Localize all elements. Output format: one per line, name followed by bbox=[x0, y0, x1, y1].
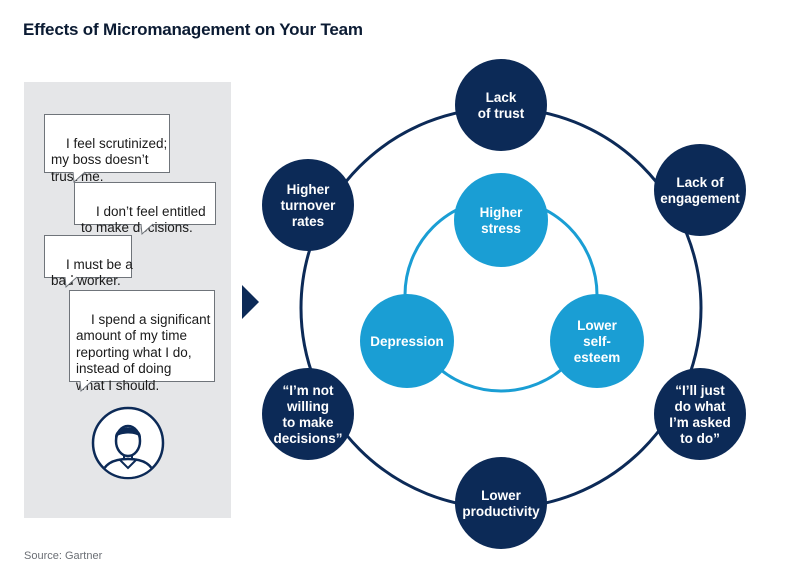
inner-node-label: Lower bbox=[577, 318, 618, 333]
outer-node-label: willing bbox=[286, 399, 329, 414]
inner-node-circle bbox=[360, 294, 454, 388]
inner-node-label: stress bbox=[481, 221, 521, 236]
outer-node-label: of trust bbox=[478, 106, 525, 121]
quote-text: I must be a bad worker. bbox=[51, 256, 133, 289]
outer-node-label: “I’m not bbox=[283, 383, 334, 398]
page-title: Effects of Micromanagement on Your Team bbox=[23, 20, 363, 39]
outer-ring bbox=[299, 106, 703, 510]
outer-node-label: to make bbox=[282, 415, 334, 430]
outer-node-label: decisions” bbox=[273, 431, 342, 446]
inner-node-circle bbox=[550, 294, 644, 388]
outer-node-label: “I’ll just bbox=[675, 383, 725, 398]
inner-node-label: Depression bbox=[370, 334, 444, 349]
outer-node-label: engagement bbox=[660, 191, 740, 206]
source-note: Source: Gartner bbox=[24, 550, 103, 562]
inner-node-circle bbox=[454, 173, 548, 267]
arrow-right-icon bbox=[242, 285, 259, 319]
outer-node-circle bbox=[455, 457, 547, 549]
outer-node-label: turnover bbox=[281, 198, 337, 213]
quotes-panel: I feel scrutinized; my boss doesn’t trus… bbox=[24, 82, 231, 518]
inner-node-label: Higher bbox=[480, 205, 524, 220]
person-avatar-icon bbox=[91, 406, 165, 480]
outer-node-label: Higher bbox=[287, 182, 331, 197]
quote-bubble: I don’t feel entitled to make decisions. bbox=[74, 182, 216, 236]
outer-node-circle bbox=[654, 368, 746, 460]
outer-node-label: Lack bbox=[486, 90, 517, 105]
outer-node-circle bbox=[455, 59, 547, 151]
quote-text: I don’t feel entitled to make decisions. bbox=[81, 203, 206, 236]
outer-node-label: do what bbox=[675, 399, 726, 414]
outer-node-label: Lack of bbox=[676, 175, 724, 190]
outer-node-circle bbox=[654, 144, 746, 236]
outer-node-label: rates bbox=[292, 214, 324, 229]
bubble-tail bbox=[140, 223, 154, 236]
outer-node-circle bbox=[262, 159, 354, 251]
inner-node-label: esteem bbox=[574, 350, 621, 365]
quote-text: I feel scrutinized; my boss doesn’t trus… bbox=[51, 135, 168, 184]
outer-node-label: Lower bbox=[481, 488, 522, 503]
inner-node-label: self- bbox=[583, 334, 611, 349]
quote-bubble: I spend a significant amount of my time … bbox=[69, 290, 215, 393]
bubble-tail bbox=[79, 380, 93, 393]
outer-node-label: I’m asked bbox=[669, 415, 731, 430]
bubble-tail bbox=[64, 276, 78, 289]
quote-bubble: I must be a bad worker. bbox=[44, 235, 133, 289]
outer-node-label: productivity bbox=[462, 504, 540, 519]
outer-node-circle bbox=[262, 368, 354, 460]
outer-node-label: to do” bbox=[680, 431, 720, 446]
